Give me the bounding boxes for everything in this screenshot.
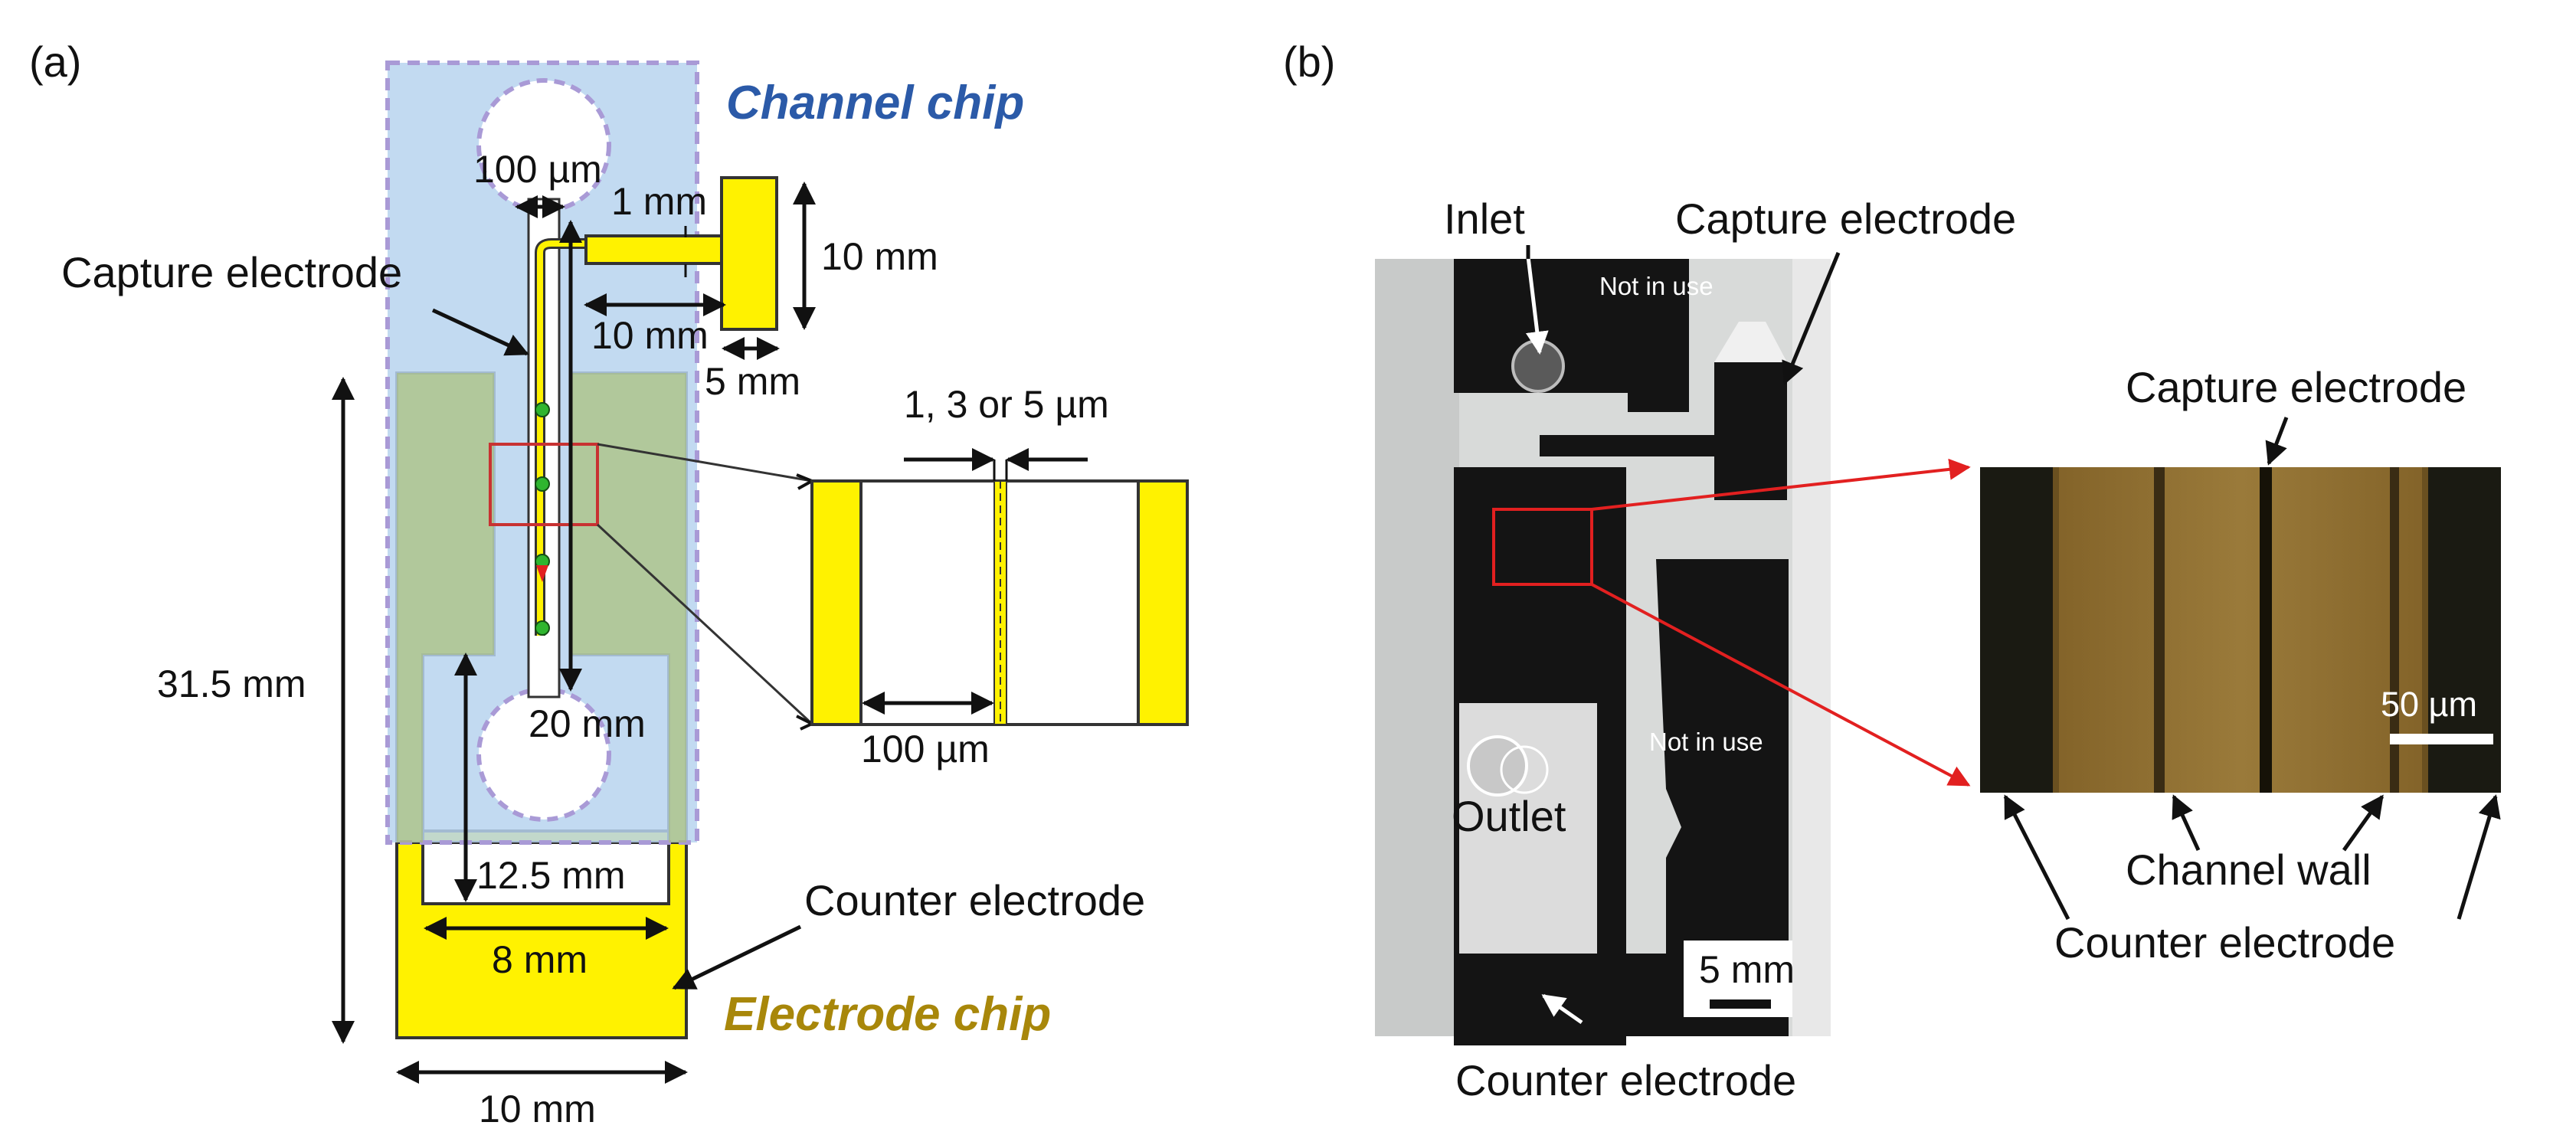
counter-electrode-label: Counter electrode bbox=[804, 876, 1145, 924]
zoom-box-b bbox=[1492, 508, 1593, 586]
inset-left-electrode bbox=[810, 479, 862, 726]
not-in-use-mid: Not in use bbox=[1649, 728, 1763, 756]
green-dot-icon bbox=[535, 476, 550, 492]
red-arrow-icon bbox=[536, 565, 548, 582]
scale-5mm-label: 5 mm bbox=[1699, 948, 1795, 991]
chip-photo bbox=[1375, 259, 1831, 1045]
micro-scale-label: 50 µm bbox=[2381, 685, 2477, 724]
capture-electrode-label-b: Capture electrode bbox=[1675, 195, 2016, 243]
capture-lead bbox=[584, 234, 725, 265]
inset-gap-label: 1, 3 or 5 µm bbox=[904, 383, 1109, 426]
channel-wall-label: Channel wall bbox=[2126, 846, 2371, 894]
electrode-overlap bbox=[397, 373, 686, 842]
inset-capture-electrode bbox=[993, 480, 1007, 725]
dim-8mm: 8 mm bbox=[492, 938, 588, 981]
green-dot-icon bbox=[535, 620, 550, 636]
inset-right-electrode bbox=[1137, 479, 1189, 726]
capture-electrode-label: Capture electrode bbox=[61, 248, 402, 296]
panel-b: (b) bbox=[1283, 38, 2501, 1104]
scale-bar-icon bbox=[1710, 999, 1771, 1009]
micro-counter-electrode-label: Counter electrode bbox=[2054, 918, 2395, 967]
not-in-use-top: Not in use bbox=[1599, 272, 1714, 300]
panel-a-label: (a) bbox=[29, 38, 81, 86]
zoom-box-a bbox=[489, 443, 599, 526]
panel-b-label: (b) bbox=[1283, 38, 1335, 86]
micro-capture-electrode-label: Capture electrode bbox=[2126, 363, 2466, 411]
capture-pad bbox=[720, 176, 778, 331]
inlet-label: Inlet bbox=[1444, 195, 1525, 243]
panel-a: (a) bbox=[29, 38, 1189, 1130]
dim-1mm: 1 mm bbox=[611, 180, 707, 223]
outlet-label: Outlet bbox=[1452, 792, 1566, 840]
channel-chip-title: Channel chip bbox=[726, 77, 1024, 129]
dim-5mm: 5 mm bbox=[705, 360, 800, 403]
dim-20mm: 20 mm bbox=[529, 702, 646, 745]
dim-10mm-lead: 10 mm bbox=[591, 314, 709, 357]
counter-electrode-label-b: Counter electrode bbox=[1455, 1056, 1796, 1104]
dim-10mm-pad: 10 mm bbox=[821, 235, 938, 278]
inlet-hole bbox=[476, 78, 611, 213]
scale-bar-icon bbox=[2390, 734, 2493, 744]
dim-100um-top: 100 µm bbox=[473, 148, 602, 191]
green-dot-icon bbox=[535, 402, 550, 417]
dim-31-5mm: 31.5 mm bbox=[157, 662, 306, 705]
dim-10mm-bottom: 10 mm bbox=[479, 1088, 596, 1130]
inset-100um-label: 100 µm bbox=[861, 728, 990, 770]
electrode-chip-title: Electrode chip bbox=[724, 988, 1051, 1041]
dim-12-5mm: 12.5 mm bbox=[476, 854, 626, 897]
